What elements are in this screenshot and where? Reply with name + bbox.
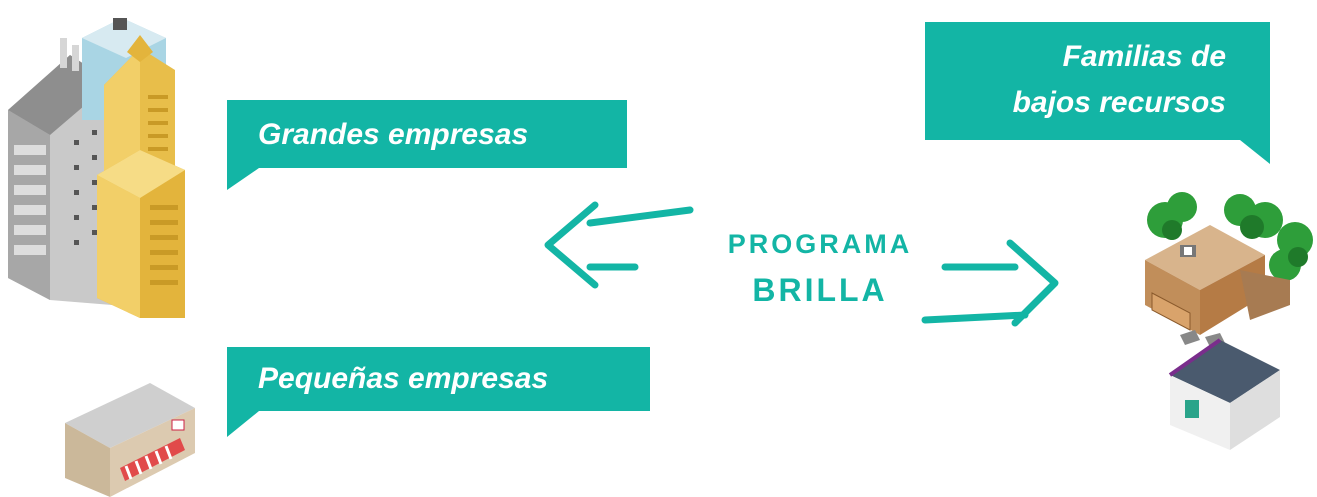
left-arrow-icon <box>544 201 694 289</box>
family-homes-icon <box>1145 192 1313 450</box>
right-arrow-icon <box>921 239 1059 327</box>
grandes-empresas-callout <box>227 100 627 190</box>
familias-label-line2: bajos recursos <box>1012 86 1226 119</box>
familias-callout <box>925 22 1270 164</box>
brilla-label: BRILLA <box>752 272 888 308</box>
grandes-empresas-label: Grandes empresas <box>258 118 529 151</box>
pequenas-empresas-callout <box>227 347 650 437</box>
familias-label-line1: Familias de <box>1062 40 1226 73</box>
small-shop-icon <box>65 383 195 497</box>
pequenas-empresas-label: Pequeñas empresas <box>258 362 549 395</box>
office-buildings-icon <box>8 18 185 318</box>
programa-label: PROGRAMA <box>727 229 913 259</box>
